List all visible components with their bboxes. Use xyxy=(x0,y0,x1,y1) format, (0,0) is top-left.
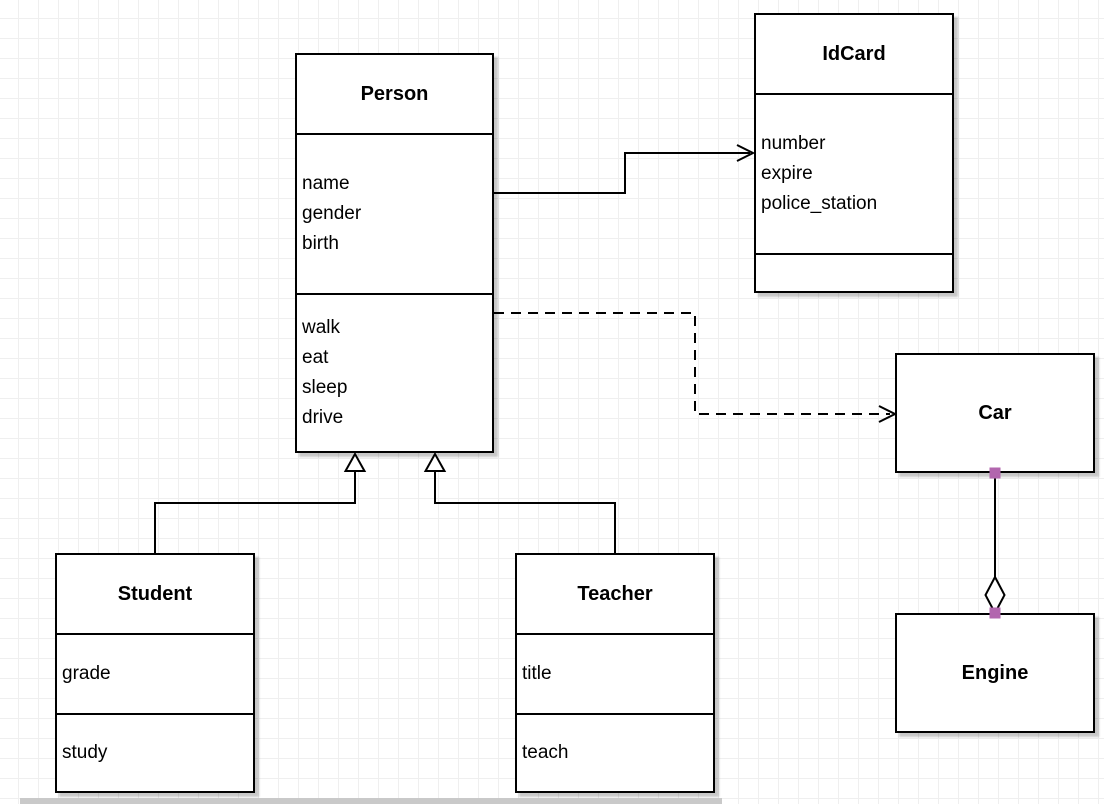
methods-section-empty xyxy=(756,253,952,291)
attributes-section: grade xyxy=(57,633,253,713)
method-row: eat xyxy=(302,347,329,368)
class-title: Engine xyxy=(961,661,1029,684)
class-idcard[interactable]: IdCard number expire police_station xyxy=(754,13,954,293)
method-row: sleep xyxy=(302,377,348,398)
generalization-student-person[interactable] xyxy=(154,451,367,553)
method-row: teach xyxy=(522,742,569,763)
open-arrowhead-icon xyxy=(878,405,898,423)
dependency-line xyxy=(494,312,890,415)
class-title: Car xyxy=(978,401,1012,424)
class-title: Teacher xyxy=(577,582,653,605)
bottom-edge-strip xyxy=(20,798,722,804)
class-title: IdCard xyxy=(822,42,886,65)
attribute-row: grade xyxy=(62,663,111,684)
dependency-person-car[interactable] xyxy=(494,312,898,423)
attribute-row: title xyxy=(522,663,552,684)
generalization-teacher-person[interactable] xyxy=(423,451,616,553)
open-arrowhead-icon xyxy=(736,144,756,162)
attribute-row: police_station xyxy=(761,193,878,214)
attribute-row: number xyxy=(761,133,826,154)
class-title: Student xyxy=(117,582,193,605)
method-row: study xyxy=(62,742,108,763)
class-student[interactable]: Student grade study xyxy=(55,553,255,793)
attribute-row: gender xyxy=(302,203,362,224)
class-teacher[interactable]: Teacher title teach xyxy=(515,553,715,793)
attribute-row: expire xyxy=(761,163,813,184)
aggregation-car-engine[interactable] xyxy=(984,467,1006,619)
attribute-row: name xyxy=(302,173,350,194)
method-row: drive xyxy=(302,407,344,428)
methods-section: study xyxy=(57,713,253,791)
attribute-row: birth xyxy=(302,233,339,254)
method-row: walk xyxy=(302,317,341,338)
class-engine[interactable]: Engine xyxy=(895,613,1095,733)
generalization-line xyxy=(154,472,356,553)
association-person-idcard[interactable] xyxy=(494,144,756,194)
hollow-triangle-icon xyxy=(423,451,447,472)
attributes-section: number expire police_station xyxy=(756,93,952,253)
generalization-line xyxy=(434,472,616,553)
hollow-diamond-icon xyxy=(984,574,1006,616)
class-person[interactable]: Person name gender birth walk eat sleep … xyxy=(295,53,494,453)
methods-section: teach xyxy=(517,713,713,791)
methods-section: walk eat sleep drive xyxy=(297,293,492,451)
attributes-section: title xyxy=(517,633,713,713)
association-line xyxy=(494,152,750,194)
class-car[interactable]: Car xyxy=(895,353,1095,473)
hollow-triangle-icon xyxy=(343,451,367,472)
attributes-section: name gender birth xyxy=(297,133,492,293)
class-title: Person xyxy=(360,82,429,105)
